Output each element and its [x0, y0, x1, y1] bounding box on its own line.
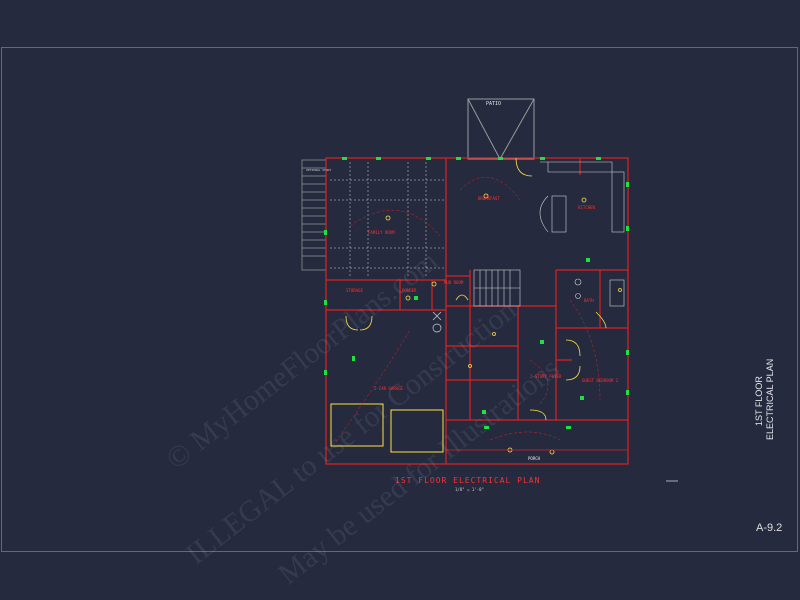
room-label-mud-room: MUD ROOM — [444, 280, 464, 285]
garage-cars — [330, 403, 444, 453]
room-label-patio: PATIO — [486, 101, 502, 107]
ceiling-beams — [330, 162, 444, 278]
room-label-study: OPTIONAL STUDY — [306, 168, 332, 172]
room-label-kitchen: KITCHEN — [578, 205, 595, 210]
interior-stair — [473, 269, 521, 307]
electrical-devices — [324, 157, 629, 429]
walls — [325, 157, 629, 465]
room-label-porch: PORCH — [528, 456, 541, 461]
sheet-title-line2: ELECTRICAL PLAN — [765, 358, 775, 440]
room-label-bedroom: GUEST BEDROOM 2 — [582, 378, 619, 383]
room-label-powder: POWDER — [402, 288, 417, 293]
room-label-foyer: 2-STORY FOYER — [530, 374, 562, 379]
room-label-breakfast: BREAKFAST — [478, 196, 500, 201]
kitchen-fixtures — [539, 161, 625, 307]
circuit-arcs — [329, 176, 601, 451]
plan-scale: 1/8" = 1'-0" — [455, 487, 484, 492]
exhaust-fan — [432, 311, 442, 333]
room-label-bath: BATH — [584, 298, 594, 303]
sheet-title-line1: 1ST FLOOR — [754, 376, 764, 426]
sheet-title-block: 1ST FLOOR ELECTRICAL PLAN — [748, 358, 778, 450]
drawing-border — [1, 47, 798, 552]
room-label-storage: STORAGE — [346, 288, 363, 293]
patio-outline — [467, 98, 535, 160]
light-fixtures — [385, 193, 622, 455]
porch-line — [446, 449, 678, 482]
room-label-garage: 2-CAR GARAGE — [374, 386, 403, 391]
exterior-stairs — [301, 159, 327, 271]
door-swings — [345, 157, 607, 421]
room-label-family-room: FAMILY ROOM — [368, 230, 395, 235]
plan-title: 1ST FLOOR ELECTRICAL PLAN — [395, 476, 541, 485]
sheet-number: A-9.2 — [756, 522, 783, 534]
